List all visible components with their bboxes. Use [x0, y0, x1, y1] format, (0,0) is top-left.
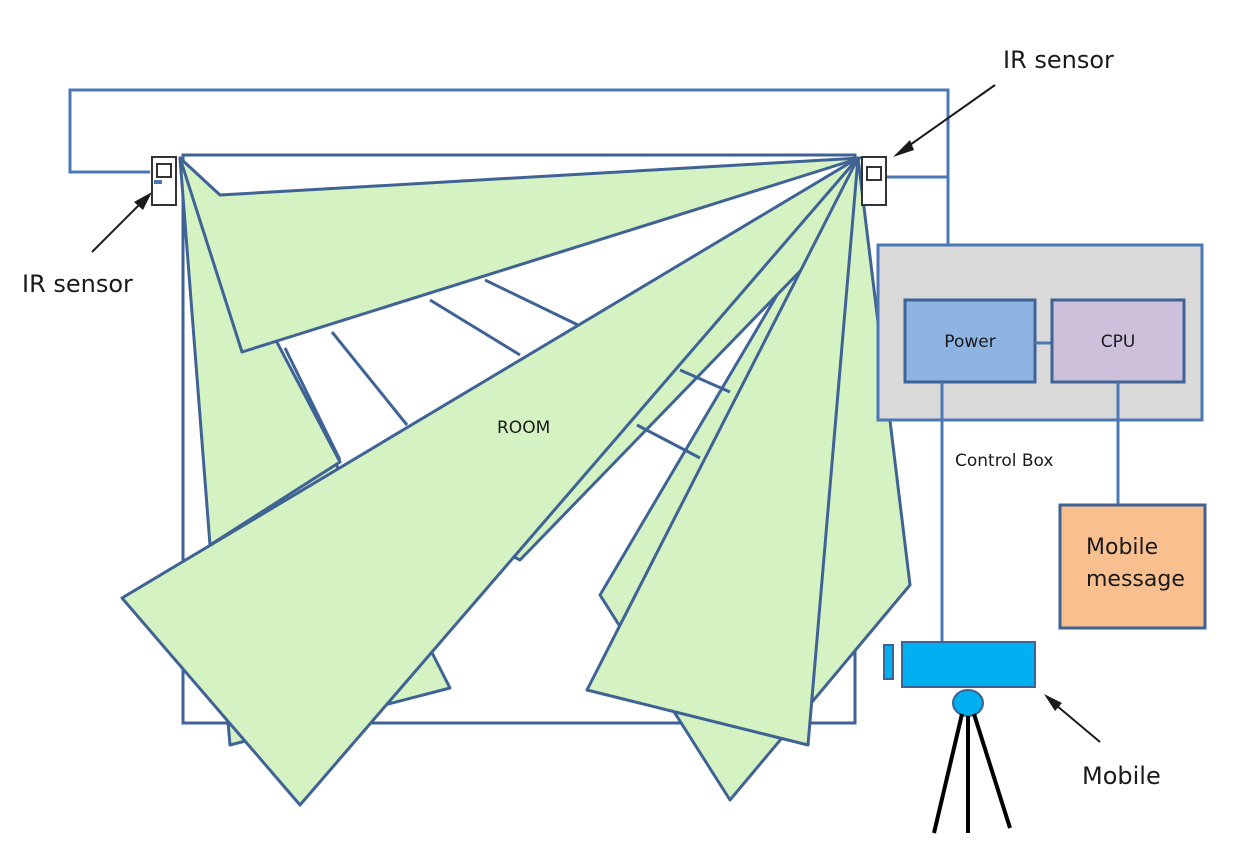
beam-band-3 [429, 298, 521, 357]
tripod-legs [932, 713, 1012, 834]
coverage-beams [120, 156, 912, 807]
ir-sensor-right-label: IR sensor [1003, 46, 1114, 74]
beam-left-top [178, 156, 862, 354]
ir-sensor-left-label: IR sensor [22, 270, 133, 298]
sensor-wiring [68, 88, 950, 300]
ir-sensor-right [861, 156, 887, 206]
beam-band-1 [283, 347, 342, 461]
power-block: Power [903, 298, 1037, 384]
ir-sensor-left [151, 156, 177, 206]
cpu-block: CPU [1050, 298, 1186, 384]
beam-band-6 [636, 423, 701, 460]
beam-right-big [120, 156, 860, 807]
mobile-message-line2: message [1086, 567, 1185, 592]
beam-band-5 [679, 368, 731, 394]
ir-sensor-right-arrow [893, 84, 996, 157]
mobile-arrow [1044, 694, 1101, 743]
room-label: ROOM [497, 418, 550, 438]
cpu-label: CPU [1101, 332, 1136, 352]
beam-band-2 [330, 331, 409, 426]
top-loop-wire [68, 88, 950, 300]
mobile-message-line1: Mobile [1086, 535, 1158, 560]
mobile-message-block: Mobile message [1058, 503, 1207, 630]
ir-sensor-left-arrow [91, 192, 152, 253]
power-label: Power [944, 332, 995, 352]
mobile-camera [883, 641, 1036, 717]
beam-right-front [585, 156, 860, 747]
mobile-label: Mobile [1082, 762, 1161, 790]
beam-band-4 [484, 278, 579, 327]
control-box-label: Control Box [955, 451, 1053, 471]
